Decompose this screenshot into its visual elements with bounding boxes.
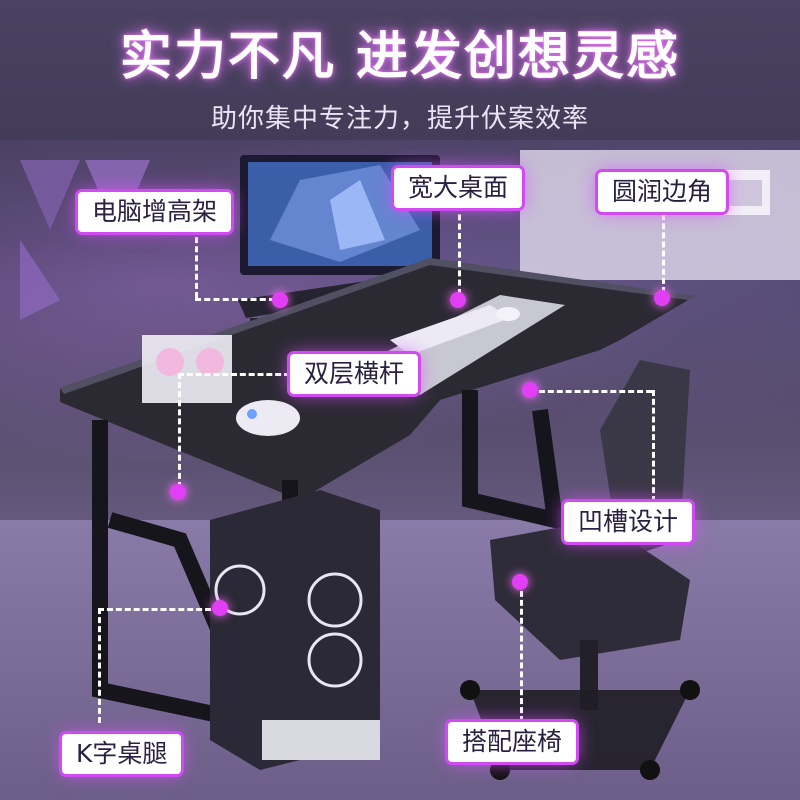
leader-line bbox=[98, 608, 101, 723]
feature-dot bbox=[512, 574, 528, 590]
pc-case bbox=[210, 490, 380, 770]
feature-dot bbox=[654, 290, 670, 306]
tag-rounded-corner: 圆润边角 bbox=[598, 172, 727, 212]
leader-line bbox=[178, 373, 181, 488]
feature-dot bbox=[450, 292, 466, 308]
leader-line bbox=[98, 608, 220, 611]
tag-groove-design: 凹槽设计 bbox=[564, 502, 693, 542]
speaker bbox=[142, 335, 232, 403]
headline: 实力不凡 进发创想灵感 bbox=[119, 27, 681, 87]
tag-double-crossbar: 双层横杆 bbox=[290, 354, 419, 394]
leader-line bbox=[662, 205, 665, 293]
tag-wide-desktop: 宽大桌面 bbox=[394, 168, 523, 208]
monitor bbox=[240, 155, 440, 275]
leader-line bbox=[195, 228, 198, 298]
tag-k-legs: K字桌腿 bbox=[62, 734, 182, 774]
leader-line bbox=[652, 390, 655, 502]
feature-dot bbox=[212, 600, 228, 616]
feature-dot bbox=[522, 382, 538, 398]
leader-line bbox=[458, 205, 461, 295]
leader-line bbox=[178, 373, 290, 376]
leader-line bbox=[530, 390, 652, 393]
gamepad bbox=[236, 400, 300, 436]
leader-line bbox=[195, 298, 275, 301]
feature-dot bbox=[272, 292, 288, 308]
tag-matching-chair: 搭配座椅 bbox=[448, 722, 577, 762]
wall-geometric-panels bbox=[20, 160, 150, 320]
feature-dot bbox=[170, 484, 186, 500]
office-chair bbox=[460, 360, 700, 780]
leader-line bbox=[520, 582, 523, 722]
subheadline: 助你集中专注力，提升伏案效率 bbox=[210, 104, 589, 134]
tag-monitor-riser: 电脑增高架 bbox=[78, 192, 232, 232]
pegboard bbox=[520, 150, 800, 280]
